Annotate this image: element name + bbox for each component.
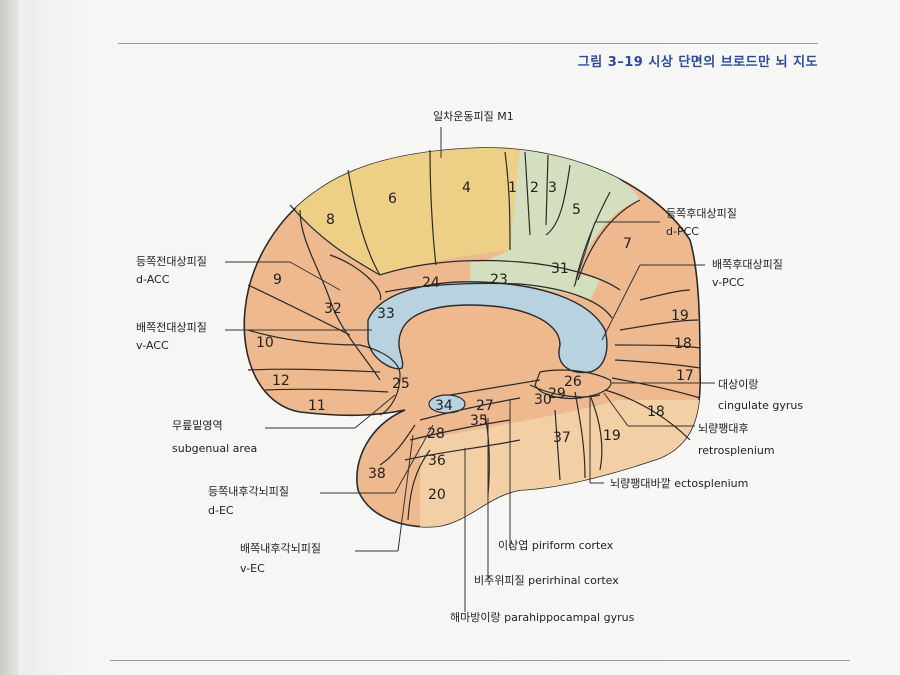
region-boundaries — [247, 149, 701, 521]
area-9: 9 — [273, 272, 282, 288]
area-8: 8 — [326, 212, 335, 228]
label-vacc-ko: 배쪽전대상피질 — [136, 321, 207, 334]
area-36: 36 — [428, 453, 446, 469]
label-perirhinal: 비주위피질 perirhinal cortex — [474, 574, 619, 587]
area-19-upper: 19 — [671, 308, 689, 324]
label-vec-en: v-EC — [240, 562, 265, 575]
area-29: 29 — [548, 386, 566, 402]
area-19-lower: 19 — [603, 428, 621, 444]
cortex-regions — [290, 147, 700, 527]
leader-lines — [225, 127, 715, 612]
area-18-upper: 18 — [674, 336, 692, 352]
label-subgenual-ko: 무릎밑영역 — [172, 419, 223, 432]
label-dpcc-en: d-PCC — [666, 225, 699, 238]
area-10: 10 — [256, 335, 274, 351]
area-12: 12 — [272, 373, 290, 389]
label-parahippocampal: 해마방이랑 parahippocampal gyrus — [450, 610, 635, 624]
area-25: 25 — [392, 376, 410, 392]
label-dacc-en: d-ACC — [136, 273, 170, 286]
area-3: 1 — [508, 180, 517, 196]
label-ectosplenium: 뇌량팽대바깥 ectosplenium — [610, 477, 748, 490]
book-gutter — [0, 0, 18, 675]
area-1: 2 — [530, 180, 539, 196]
label-subgenual-en: subgenual area — [172, 442, 257, 455]
label-dpcc-ko: 등쪽후대상피질 — [666, 207, 737, 220]
label-piriform: 이상엽 piriform cortex — [498, 539, 614, 552]
label-cingulate-en: cingulate gyrus — [718, 399, 803, 412]
area-6: 6 — [388, 191, 397, 207]
area-4: 4 — [462, 180, 471, 196]
label-retrosplenium-ko: 뇌량팽대후 — [698, 422, 749, 435]
area-38: 38 — [368, 466, 386, 482]
label-vpcc-en: v-PCC — [712, 276, 744, 289]
area-32: 32 — [324, 301, 342, 317]
region-31 — [470, 262, 600, 300]
area-numbers: 1 2 3 4 5 6 7 8 9 10 11 12 17 18 18 19 1… — [256, 180, 694, 503]
area-37: 37 — [553, 430, 571, 446]
top-rule — [118, 43, 818, 44]
label-m1: 일차운동피질 M1 — [433, 109, 514, 123]
region-temporal-light — [420, 400, 700, 527]
area-31: 31 — [551, 261, 569, 277]
area-5: 5 — [572, 202, 581, 218]
label-dacc-ko: 등쪽전대상피질 — [136, 255, 207, 268]
area-24: 24 — [422, 275, 440, 291]
label-retrosplenium-en: retrosplenium — [698, 444, 775, 457]
region-yellow — [290, 147, 520, 275]
figure-title: 그림 3–19 시상 단면의 브로드만 뇌 지도 — [577, 55, 818, 70]
area-28: 28 — [427, 426, 445, 442]
label-dec-ko: 등쪽내후각뇌피질 — [208, 485, 289, 498]
area-30: 30 — [534, 392, 552, 408]
area-35: 35 — [470, 413, 488, 429]
area-11: 11 — [308, 398, 326, 414]
corpus-callosum — [367, 281, 608, 374]
area-33: 33 — [377, 306, 395, 322]
label-vacc-en: v-ACC — [136, 339, 169, 352]
region-green — [470, 148, 640, 275]
label-dec-en: d-EC — [208, 504, 234, 517]
label-cingulate-ko: 대상이랑 — [718, 378, 758, 391]
area-2: 3 — [548, 180, 557, 196]
area-17: 17 — [676, 368, 694, 384]
area-26: 26 — [564, 374, 582, 390]
area-27: 27 — [476, 398, 494, 414]
bottom-rule — [110, 660, 850, 661]
area-20: 20 — [428, 487, 446, 503]
label-vec-ko: 배쪽내후각뇌피질 — [240, 542, 321, 555]
area-18-lower: 18 — [647, 404, 665, 420]
annotation-labels: 일차운동피질 M1 등쪽후대상피질 d-PCC 배쪽후대상피질 v-PCC 등쪽… — [136, 109, 803, 624]
area-34: 34 — [435, 398, 453, 414]
area-23: 23 — [490, 272, 508, 288]
label-vpcc-ko: 배쪽후대상피질 — [712, 258, 783, 271]
area-7: 7 — [623, 236, 632, 252]
